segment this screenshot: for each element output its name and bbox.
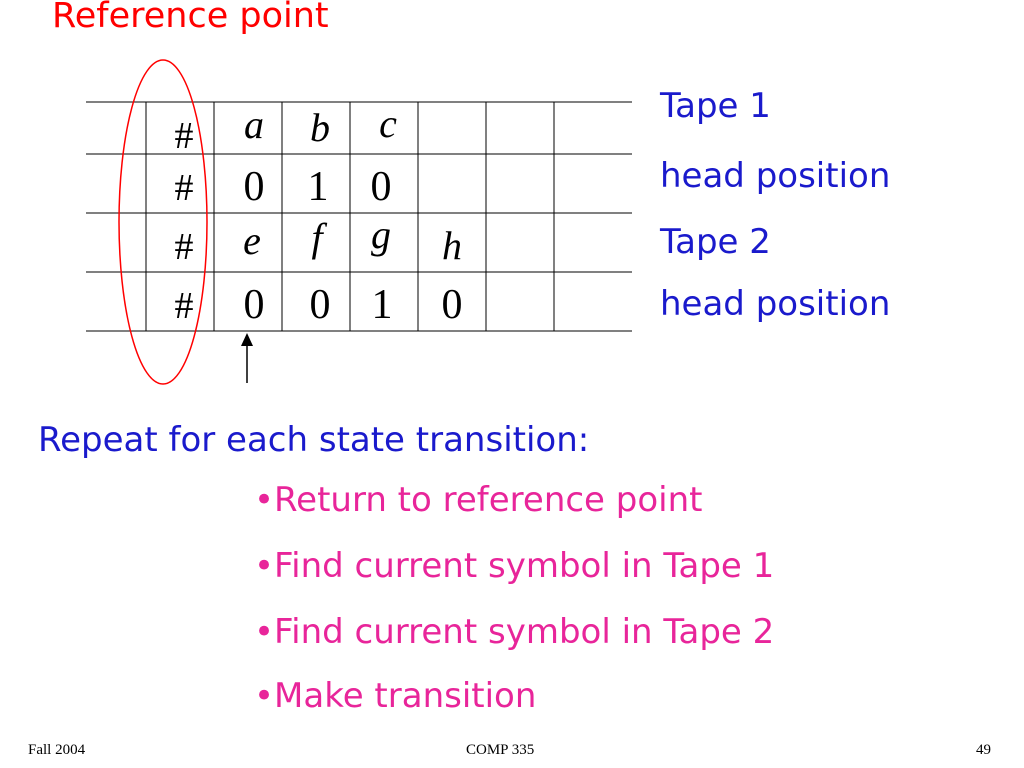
tape2-head-cell: 1 [372,282,393,328]
tape1-head-cell: # [175,167,194,209]
tape1-head-cell: 0 [371,164,392,210]
repeat-heading: Repeat for each state transition: [38,420,590,460]
bullet-item: •Return to reference point [254,480,703,520]
tape2-cell: h [442,223,462,268]
tape1-cell: a [244,102,264,147]
reference-point-ellipse [118,59,208,385]
tape2-cell: e [243,218,261,263]
tape2-cell: g [371,212,391,257]
tape1-head-label: head position [660,156,891,196]
slide-title: Reference point [52,0,329,36]
tape2-head-cell: # [175,285,194,327]
tape2-head-cell: 0 [310,282,331,328]
tape1-cell: # [175,115,194,157]
tape2-head-cell: 0 [442,282,463,328]
tape2-cell: f [311,215,327,260]
tape2-head-cell: 0 [244,282,265,328]
footer-page-number: 49 [976,742,991,758]
tape1-head-cell: 1 [308,164,329,210]
head-arrow-icon [241,333,253,346]
tape2-head-label: head position [660,284,891,324]
bullet-item: •Find current symbol in Tape 2 [254,612,775,652]
bullet-item: •Find current symbol in Tape 1 [254,546,775,586]
footer-course: COMP 335 [466,742,535,758]
tape2-cell: # [175,226,194,268]
tape1-cell: b [310,105,330,150]
footer-date: Fall 2004 [28,742,86,758]
bullet-item: •Make transition [254,676,537,716]
tape2-label: Tape 2 [660,222,771,262]
tape1-head-cell: 0 [244,164,265,210]
tape1-label: Tape 1 [660,86,771,126]
tape1-cell: c [379,101,397,146]
